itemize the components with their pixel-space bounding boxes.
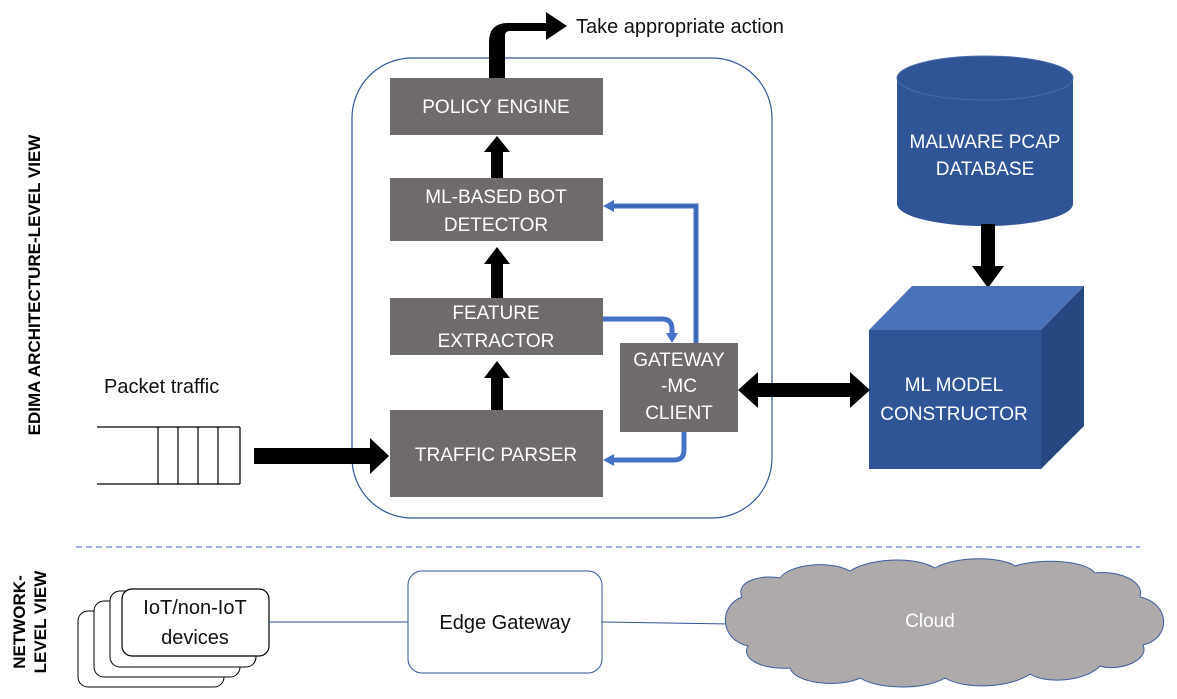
- link-gateway-to-cloud: [601, 621, 731, 625]
- policy-engine-box: [390, 78, 603, 135]
- arrow-queue-to-parser: [254, 438, 389, 474]
- cloud-shape: [725, 558, 1165, 688]
- feature-extractor-label-line2: EXTRACTOR: [438, 331, 555, 352]
- arrow-client-constructor-bidirectional: [738, 372, 870, 408]
- network-view-label-line1: NETWORK-: [10, 575, 29, 668]
- policy-engine-label: POLICY ENGINE: [422, 97, 569, 118]
- arrow-client-to-detector-head: [603, 200, 614, 212]
- edima-container: [351, 57, 773, 519]
- packet-queue: [97, 426, 241, 485]
- arrow-detector-to-policy: [484, 136, 510, 178]
- model-constructor-label-line1: ML MODEL: [905, 375, 1004, 396]
- feature-extractor-box: [390, 298, 603, 355]
- action-label: Take appropriate action: [576, 16, 784, 38]
- gateway-client-label-line3: CLIENT: [645, 403, 713, 424]
- network-view-label-line2: LEVEL VIEW: [31, 570, 50, 674]
- devices-label-line1: IoT/non-IoT: [143, 597, 246, 619]
- gateway-mc-client-box: [620, 343, 738, 432]
- feature-extractor-label-line1: FEATURE: [452, 303, 539, 324]
- arrow-db-to-constructor: [972, 224, 1004, 288]
- packet-traffic-label: Packet traffic: [104, 376, 219, 398]
- cloud-label: Cloud: [905, 611, 955, 632]
- gateway-client-label-line1: GATEWAY: [633, 350, 725, 371]
- gateway-client-label-line2: -MC: [661, 376, 697, 397]
- malware-pcap-database: [896, 55, 1074, 226]
- traffic-parser-label: TRAFFIC PARSER: [415, 445, 577, 466]
- arrow-client-to-parser-head: [603, 454, 614, 466]
- arrow-extractor-to-detector: [484, 247, 510, 298]
- model-constructor-label-line2: CONSTRUCTOR: [880, 404, 1027, 425]
- ml-model-constructor-cube: [869, 286, 1084, 469]
- action-arrow-shape: [489, 12, 567, 78]
- bot-detector-box: [390, 178, 603, 241]
- malware-db-label-line2: DATABASE: [936, 159, 1035, 180]
- architecture-view-label: EDIMA ARCHITECTURE-LEVEL VIEW: [25, 134, 44, 436]
- malware-db-label-line1: MALWARE PCAP: [910, 132, 1061, 153]
- edge-gateway-label: Edge Gateway: [439, 612, 570, 634]
- arrow-parser-to-extractor: [484, 361, 510, 410]
- bot-detector-label-line2: DETECTOR: [444, 215, 548, 236]
- devices-label-line2: devices: [161, 627, 229, 649]
- arrow-extractor-to-client: [603, 316, 675, 334]
- arrow-client-to-parser: [614, 432, 687, 463]
- iot-devices-stack: [77, 588, 270, 688]
- arrow-extractor-to-client-head: [666, 333, 678, 343]
- bot-detector-label-line1: ML-BASED BOT: [425, 187, 567, 208]
- arrow-client-to-detector: [614, 203, 699, 343]
- traffic-parser-box: [390, 410, 603, 497]
